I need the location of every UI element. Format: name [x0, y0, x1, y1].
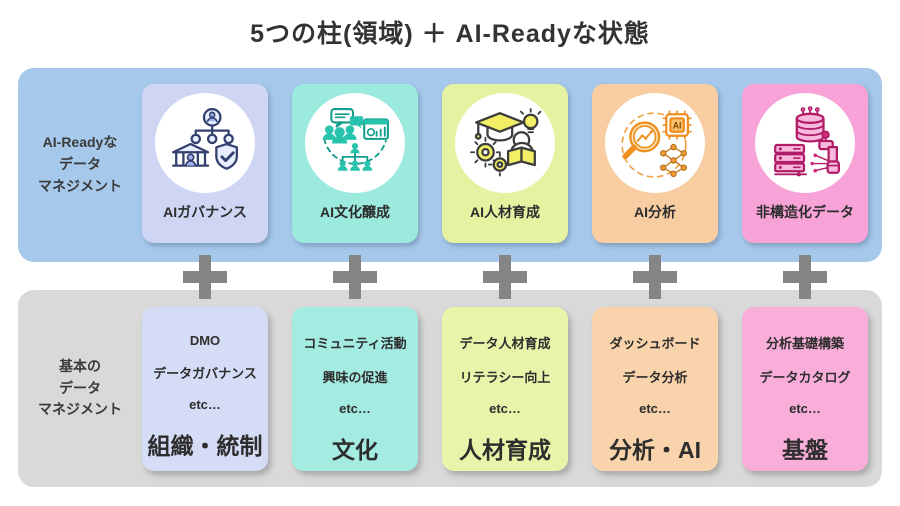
pillar-card-unstructured-data: 非構造化データ: [742, 84, 868, 243]
icon-circle: [305, 93, 405, 193]
plus-icon: [333, 255, 377, 299]
basic-card-platform: 分析基礎構築 データカタログ etc… 基盤: [742, 307, 868, 471]
plus-icon: [183, 255, 227, 299]
svg-text:AI: AI: [673, 120, 682, 130]
basic-card-line: 分析基礎構築: [765, 336, 844, 351]
basic-row-label: 基本の データ マネジメント: [18, 290, 142, 487]
basic-card-title: 文化: [332, 437, 378, 463]
row-label-line: 基本の: [59, 357, 101, 374]
icon-circle: [155, 93, 255, 193]
diagram-title: 5つの柱(領域) ＋ AI-Readyな状態: [250, 20, 650, 48]
pillar-card-ai-governance: AIガバナンス: [142, 84, 268, 243]
basic-card-line: コミュニティ活動: [303, 336, 407, 351]
pillar-card-label: AI分析: [634, 204, 676, 220]
ai-analysis-icon: AI: [621, 110, 692, 178]
row-label-line: AI-Readyな: [42, 134, 118, 151]
icon-circle: AI: [605, 93, 705, 193]
basic-card-line: ダッシュボード: [609, 336, 701, 351]
basic-card-line: データ人材育成: [459, 336, 551, 351]
pillar-card-ai-talent: AI人材育成: [442, 84, 568, 243]
basic-card-title: 組織・統制: [147, 433, 263, 459]
basic-card-line: DMO: [189, 333, 221, 348]
row-label-line: マネジメント: [38, 401, 122, 418]
basic-card-line: 興味の促進: [322, 370, 388, 385]
basic-card-title: 分析・AI: [609, 437, 701, 463]
plus-icon: [633, 255, 677, 299]
basic-card-line: データ分析: [622, 370, 688, 385]
ai-governance-icon: [172, 107, 238, 170]
pillar-card-ai-culture: AI文化醸成: [292, 84, 418, 243]
basic-card-line: etc…: [639, 401, 671, 416]
basic-card-line: etc…: [339, 401, 371, 416]
ai-ready-row-label: AI-Readyな データ マネジメント: [18, 68, 142, 262]
basic-card-line: データカタログ: [759, 370, 851, 385]
basic-card-line: データガバナンス: [153, 366, 257, 381]
icon-circle: [755, 93, 855, 193]
basic-card-talent: データ人材育成 リテラシー向上 etc… 人材育成: [442, 307, 568, 471]
row-label-line: データ: [59, 156, 101, 173]
row-label-line: データ: [59, 379, 101, 396]
basic-card-line: etc…: [489, 401, 521, 416]
basic-card-line: etc…: [189, 397, 221, 412]
ai-talent-icon: [470, 108, 542, 177]
pillar-card-ai-analysis: AI: [592, 84, 718, 243]
row-label-line: マネジメント: [38, 177, 122, 194]
basic-card-title: 人材育成: [459, 437, 551, 463]
pillar-card-label: AIガバナンス: [163, 204, 247, 220]
basic-card-organization: DMO データガバナンス etc… 組織・統制: [142, 307, 268, 471]
pillar-card-label: 非構造化データ: [756, 204, 854, 220]
plus-icon: [783, 255, 827, 299]
pillar-card-label: AI人材育成: [470, 204, 540, 220]
basic-card-line: リテラシー向上: [459, 370, 551, 385]
pillar-card-label: AI文化醸成: [320, 204, 390, 220]
basic-card-culture: コミュニティ活動 興味の促進 etc… 文化: [292, 307, 418, 471]
basic-card-analysis: ダッシュボード データ分析 etc… 分析・AI: [592, 307, 718, 471]
basic-card-title: 基盤: [782, 437, 828, 463]
unstructured-data-icon: [774, 106, 841, 177]
plus-icon: [483, 255, 527, 299]
ai-culture-icon: [322, 108, 389, 171]
icon-circle: [455, 93, 555, 193]
basic-card-line: etc…: [789, 401, 821, 416]
